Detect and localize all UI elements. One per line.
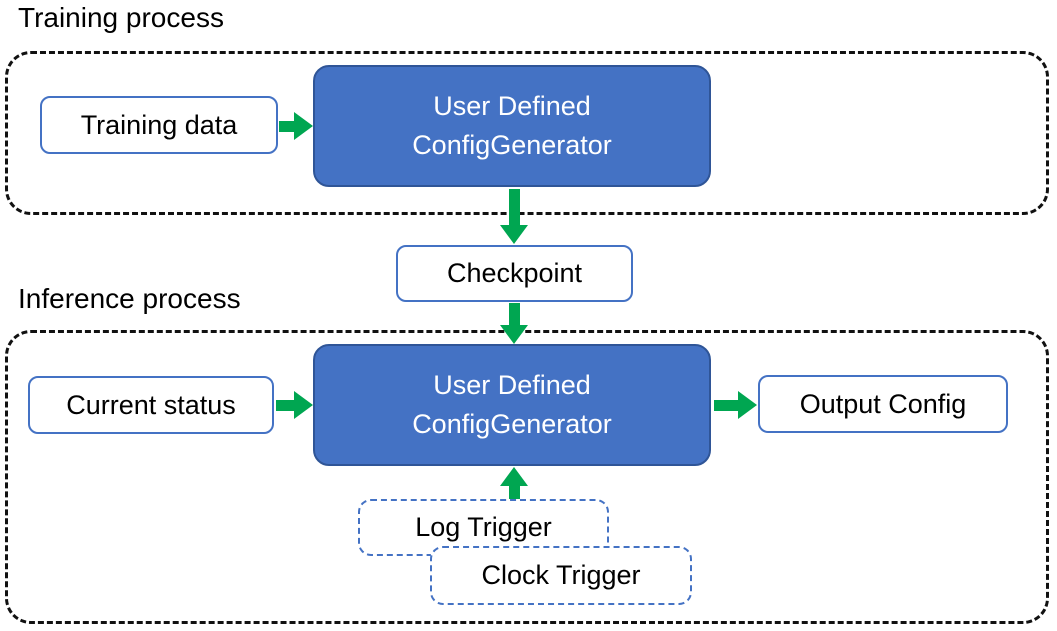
training-process-title: Training process <box>18 2 224 33</box>
arrow-right-head-icon <box>294 112 313 140</box>
arrow-checkpoint-to-inference-generator <box>500 303 528 344</box>
inference-config-generator-box: User Defined ConfigGenerator <box>313 344 711 466</box>
current-status-label: Current status <box>66 389 236 420</box>
training-config-generator-box: User Defined ConfigGenerator <box>313 65 711 187</box>
training-data-label: Training data <box>80 109 238 140</box>
arrow-up-head-icon <box>500 467 528 486</box>
arrow-down-head-icon <box>500 325 528 344</box>
arrow-triggers-to-generator <box>500 467 528 500</box>
arrow-shaft <box>508 486 520 500</box>
arrow-generator-to-checkpoint <box>500 189 528 244</box>
arrow-training-data-to-generator <box>279 112 313 140</box>
arrow-generator-to-output-config <box>714 391 757 419</box>
training-generator-label-line2: ConfigGenerator <box>412 130 612 160</box>
training-process-container <box>5 51 1049 215</box>
training-data-box: Training data <box>40 96 278 154</box>
output-config-label: Output Config <box>799 388 967 419</box>
inference-generator-label-line1: User Defined <box>433 370 591 400</box>
arrow-current-status-to-generator <box>276 391 313 419</box>
inference-generator-label-line2: ConfigGenerator <box>412 409 612 439</box>
arrow-shaft <box>714 399 738 411</box>
checkpoint-box: Checkpoint <box>396 245 633 302</box>
output-config-box: Output Config <box>758 375 1008 433</box>
arrow-down-head-icon <box>500 225 528 244</box>
log-trigger-label: Log Trigger <box>415 512 552 542</box>
arrow-shaft <box>279 120 294 132</box>
arrow-shaft <box>276 399 294 411</box>
training-generator-label-line1: User Defined <box>433 91 591 121</box>
inference-process-title: Inference process <box>18 283 241 314</box>
clock-trigger-box: Clock Trigger <box>430 546 692 605</box>
arrow-shaft <box>508 303 520 325</box>
checkpoint-label: Checkpoint <box>446 258 583 288</box>
clock-trigger-label: Clock Trigger <box>481 560 641 590</box>
arrow-right-head-icon <box>294 391 313 419</box>
current-status-box: Current status <box>28 376 274 434</box>
arrow-right-head-icon <box>738 391 757 419</box>
arrow-shaft <box>508 189 520 225</box>
